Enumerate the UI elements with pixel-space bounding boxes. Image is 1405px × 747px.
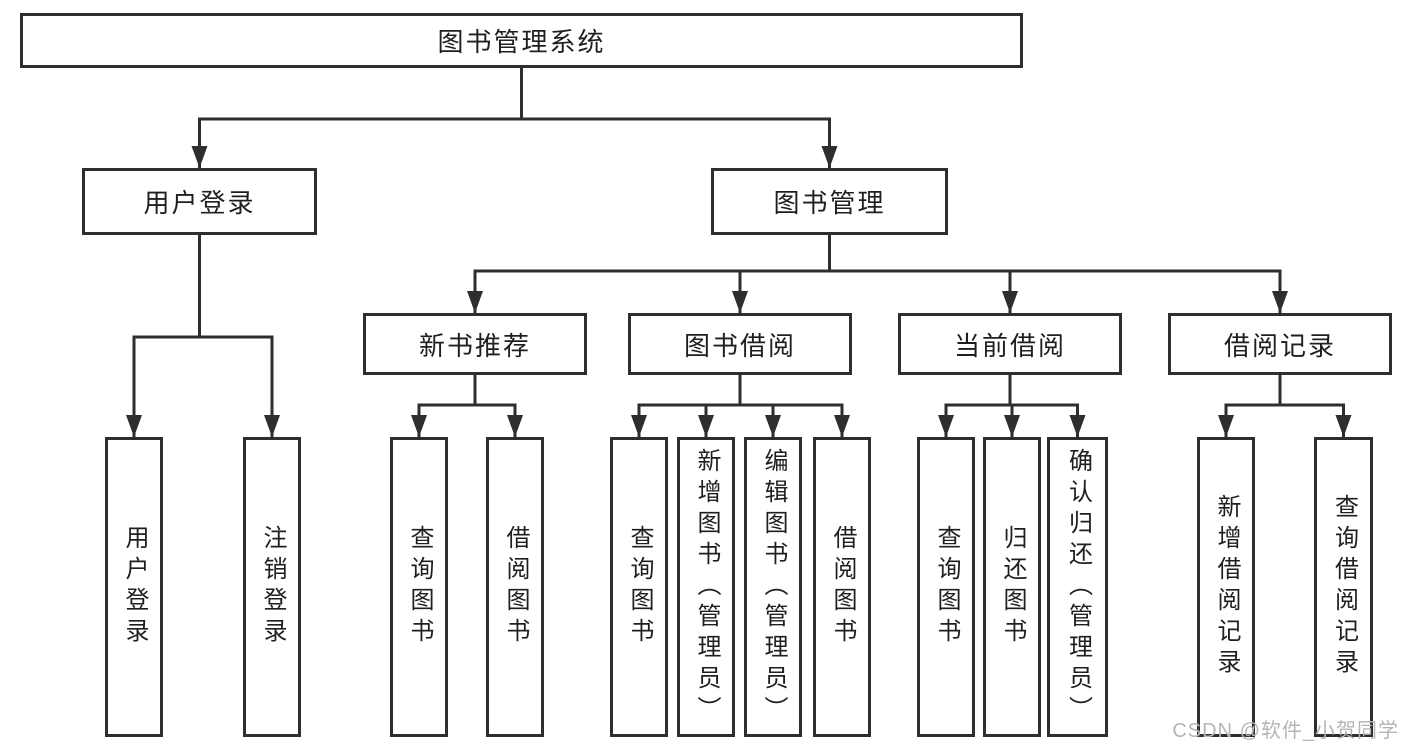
connector-book-management-children <box>467 235 1288 313</box>
leaf-confirm-return-admin: 确认归还（管理员） <box>1047 437 1108 737</box>
leaf-query-books-recommend: 查询图书 <box>390 437 448 737</box>
leaf-add-borrow-record: 新增借阅记录 <box>1197 437 1255 737</box>
csdn-watermark: CSDN @软件_小贺同学 <box>1172 720 1399 742</box>
leaf-logout-login: 注销登录 <box>243 437 301 737</box>
connector-current-borrowing-children <box>938 375 1086 437</box>
leaf-query-borrow-record: 查询借阅记录 <box>1314 437 1373 737</box>
leaf-query-books-borrowing: 查询图书 <box>610 437 668 737</box>
leaf-return-book: 归还图书 <box>983 437 1041 737</box>
leaf-edit-book-admin: 编辑图书（管理员） <box>744 437 802 737</box>
node-current-borrowing: 当前借阅 <box>898 313 1122 375</box>
leaf-borrow-books: 借阅图书 <box>813 437 871 737</box>
connector-borrow-records-children <box>1218 375 1352 437</box>
node-user-login-branch: 用户登录 <box>82 168 317 235</box>
leaf-user-login: 用户登录 <box>105 437 163 737</box>
node-new-book-recommendation: 新书推荐 <box>363 313 587 375</box>
node-book-management-branch: 图书管理 <box>711 168 948 235</box>
leaf-query-books-current: 查询图书 <box>917 437 975 737</box>
connector-new-book-children <box>411 375 523 437</box>
connector-user-login-children <box>126 235 280 437</box>
leaf-borrow-books-recommend: 借阅图书 <box>486 437 544 737</box>
connector-book-borrowing-children <box>631 375 850 437</box>
node-library-management-system: 图书管理系统 <box>20 13 1023 68</box>
node-borrowing-records: 借阅记录 <box>1168 313 1392 375</box>
leaf-add-book-admin: 新增图书（管理员） <box>677 437 735 737</box>
node-book-borrowing: 图书借阅 <box>628 313 852 375</box>
connector-root-to-level2 <box>191 68 838 168</box>
